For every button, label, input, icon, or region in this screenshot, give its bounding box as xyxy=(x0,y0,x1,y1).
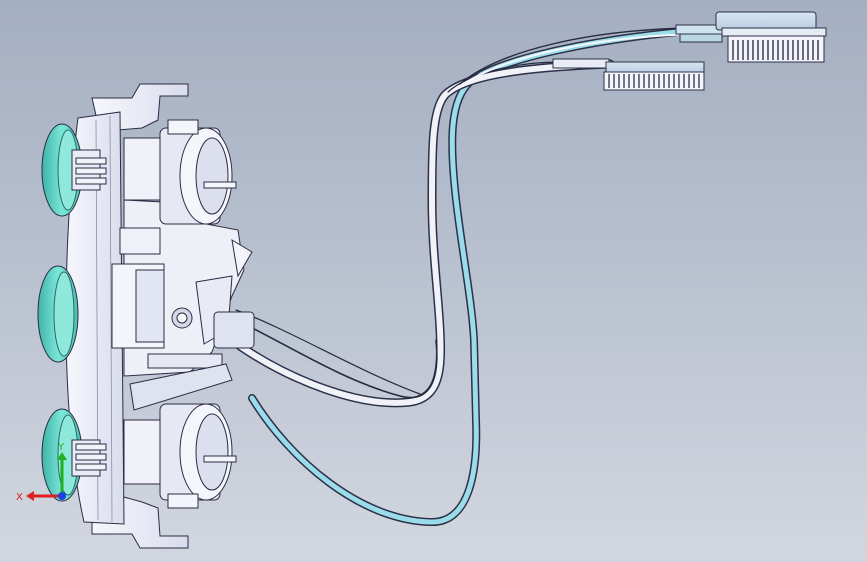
housing-assembly xyxy=(37,83,255,549)
wire-white-top xyxy=(457,33,701,89)
wire-dark-4 xyxy=(447,61,561,93)
wire-harness xyxy=(231,26,704,527)
coordinate-triad: X Y xyxy=(16,442,67,503)
socket-lower xyxy=(123,403,237,509)
wire-dark-2 xyxy=(235,309,421,395)
connector-small xyxy=(552,58,705,91)
wire-dark-1 xyxy=(231,317,438,399)
x-axis-label: X xyxy=(16,492,23,503)
socket-upper xyxy=(123,119,237,225)
wire-dark-3 xyxy=(459,27,691,85)
connector-large xyxy=(675,11,827,63)
lens-middle xyxy=(37,265,79,363)
y-axis-label: Y xyxy=(57,442,65,453)
ribbon-cable-white xyxy=(235,59,615,408)
